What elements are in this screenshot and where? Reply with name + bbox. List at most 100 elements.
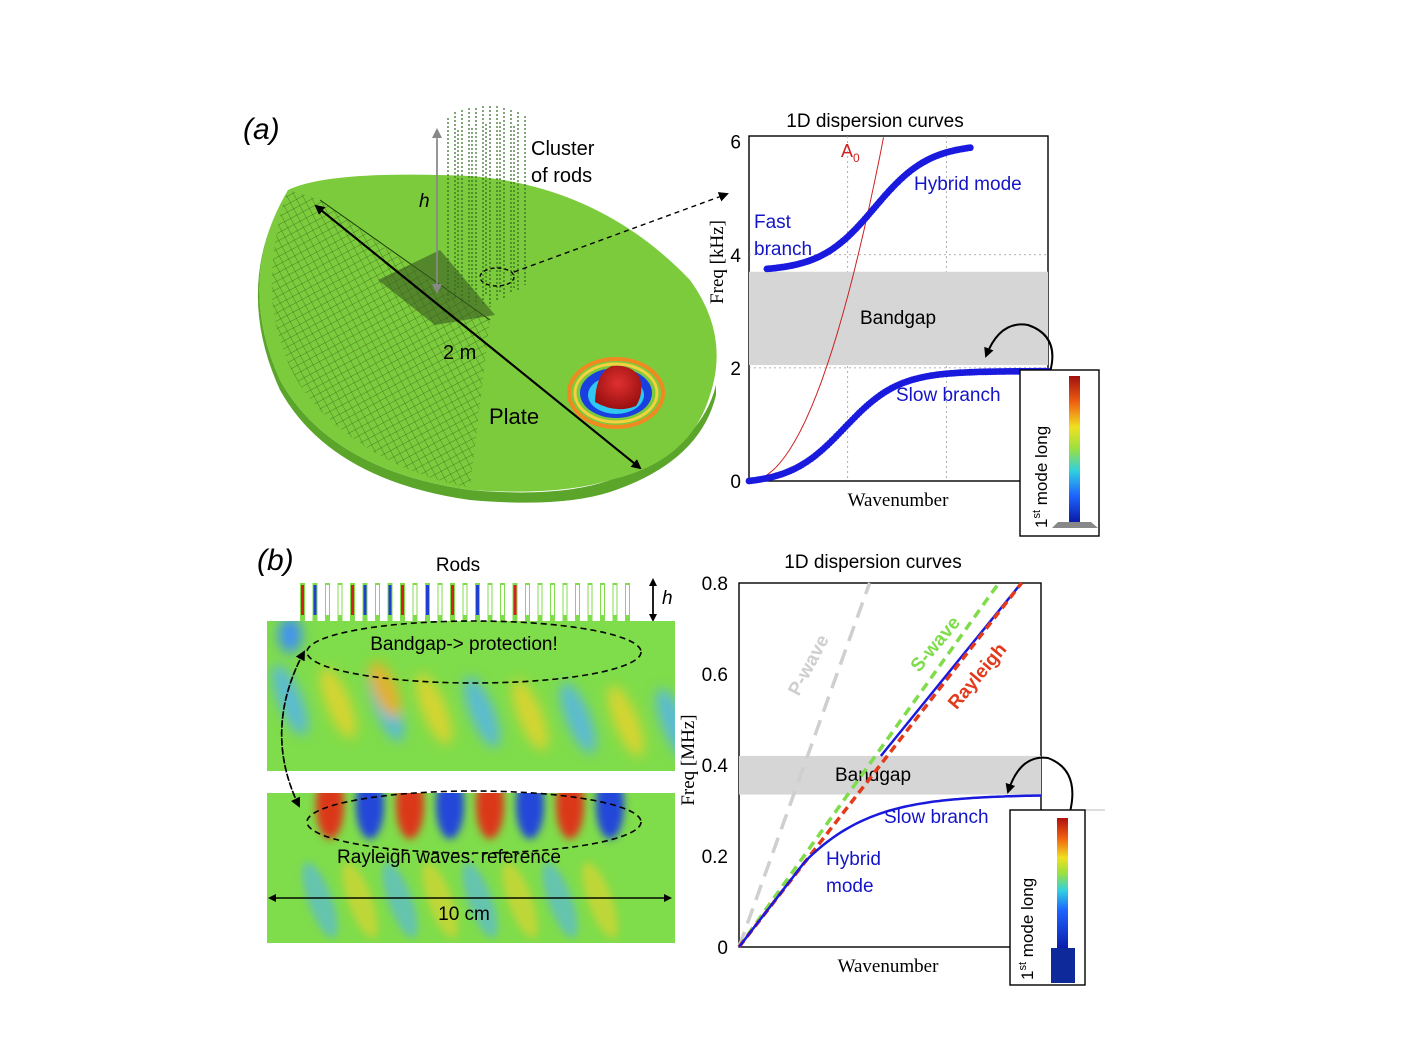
chart-b-slow-label: Slow branch: [884, 807, 989, 828]
chart-a-inset-arrow: [984, 323, 1054, 373]
rod-core: [363, 585, 367, 615]
chart-a-fast-branch: [763, 144, 974, 273]
chart-a-a0-curve: [748, 137, 884, 482]
rod-core: [338, 585, 342, 615]
rod-to-chart-leader: [513, 192, 729, 273]
chart-b-slow-curve: [738, 794, 1042, 948]
field-lobe: [369, 661, 401, 719]
chart-b-bandgap-label: Bandgap: [835, 765, 911, 786]
field-lobe: [462, 862, 498, 938]
chart-a-a0-label: A0: [841, 141, 860, 165]
rod-core: [588, 585, 592, 615]
field-lobe: [271, 664, 309, 736]
rods-label-line1: Cluster: [531, 138, 595, 160]
plate-length-label: 2 m: [443, 342, 476, 364]
rod-core: [376, 585, 379, 615]
panel-a-label: (a): [243, 113, 280, 146]
rod-core: [563, 585, 567, 615]
chart-b-ytick-label: 0.6: [702, 665, 728, 686]
chart-b-hybrid-label-line2: mode: [826, 876, 874, 897]
panel-b-wave-fields: (b) Rods h Bandgap-> protection! Rayleig…: [257, 544, 675, 943]
plate-label: Plate: [489, 404, 539, 429]
field-lobe: [382, 862, 418, 938]
chart-a-fast-label-line1: Fast: [754, 212, 792, 233]
chart-b-ytick-label: 0: [717, 938, 728, 959]
selected-rod-marker: [479, 267, 515, 287]
field-lobe: [502, 862, 538, 938]
rods-cluster: [447, 106, 526, 307]
rod-core: [326, 585, 329, 615]
rayleigh-lobe: [316, 793, 344, 839]
chart-a-bandgap-band: [749, 271, 1048, 366]
rod-core: [301, 585, 304, 615]
field-lobe: [415, 673, 453, 745]
plate-length-arrow-end: [315, 205, 642, 470]
rod-core: [388, 585, 392, 615]
field-lobe: [302, 862, 338, 938]
rod-core: [438, 585, 442, 615]
field-lobe: [511, 679, 549, 751]
chart-b-mode-inset: 1st mode long: [1009, 809, 1086, 986]
rod-core: [626, 585, 629, 615]
rod-core: [551, 585, 554, 615]
field-lobe: [463, 676, 501, 748]
chart-a-mode-inset: 1st mode long: [1019, 369, 1100, 537]
field-lobe: [319, 667, 357, 739]
chart-a-slow-label: Slow branch: [896, 385, 1001, 406]
field-lobe: [607, 685, 645, 757]
rod-core: [401, 585, 404, 615]
rayleigh-lobe: [516, 793, 544, 839]
chart-b-inset-label: 1st mode long: [1017, 878, 1037, 980]
compare-arrow-up: [280, 650, 305, 807]
rayleigh-lobe: [436, 793, 464, 839]
chart-b-ytick-label: 0.4: [702, 756, 729, 777]
panel-b-label: (b): [257, 544, 294, 577]
wave-source: [567, 357, 665, 429]
field-with-rods: [267, 621, 675, 771]
rayleigh-lobe: [356, 793, 384, 839]
panel-b-rods-label: Rods: [436, 555, 480, 576]
rayleigh-reference-note: Rayleigh waves: reference: [337, 847, 561, 868]
field-lobe: [559, 682, 597, 754]
rod-core: [488, 585, 492, 615]
bandgap-protection-note: Bandgap-> protection!: [370, 634, 558, 655]
chart-a-ylabel: Freq [kHz]: [707, 220, 728, 304]
chart-b-ytick-label: 0.2: [702, 847, 728, 868]
field-lobe: [342, 862, 378, 938]
rayleigh-reference-ellipse: [306, 790, 642, 854]
rod-core: [613, 585, 617, 615]
panel-b-rods-row: [300, 583, 630, 621]
rod-core: [426, 585, 429, 615]
rod-core: [538, 585, 542, 615]
rod-core: [313, 585, 317, 615]
compare-arrow-down: [280, 651, 305, 808]
chart-a-xlabel: Wavenumber: [848, 490, 949, 511]
chart-b-ylabel: Freq [MHz]: [678, 714, 699, 805]
rod-core: [476, 585, 479, 615]
rod-core: [576, 585, 579, 615]
plate-mesh-region: [271, 190, 490, 488]
chart-b-rayleigh-line: [737, 581, 1023, 949]
chart-a-title: 1D dispersion curves: [786, 111, 963, 132]
panel-b-chart: 1D dispersion curves Bandgap 00.20.40.60…: [678, 552, 1105, 986]
chart-a-ytick-label: 6: [730, 133, 741, 154]
field-lobe: [542, 862, 578, 938]
rayleigh-lobe: [556, 793, 584, 839]
bandgap-protection-ellipse: [306, 620, 642, 684]
chart-b-yticks: 00.20.40.60.8: [702, 574, 729, 959]
chart-b-pwave-line: [737, 582, 872, 948]
panel-b-height-symbol: h: [662, 588, 673, 609]
rods-label-line2: of rods: [531, 165, 592, 187]
chart-a-bandgap-label: Bandgap: [860, 308, 936, 329]
rayleigh-lobe: [596, 793, 624, 839]
rod-core: [601, 585, 604, 615]
rayleigh-lobe: [476, 793, 504, 839]
field-lobe: [655, 688, 675, 760]
panel-a-plate-illustration: (a) h Cluster of rods: [243, 106, 729, 503]
rod-core: [413, 585, 417, 615]
rod-core: [501, 585, 504, 615]
rod-core: [526, 585, 529, 615]
chart-a-inset-label: 1st mode long: [1031, 426, 1051, 528]
